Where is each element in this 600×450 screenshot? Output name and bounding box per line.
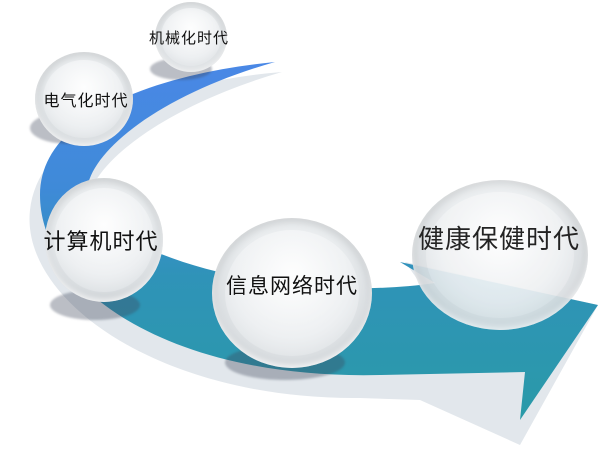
stage-bubble-information-network: 信息网络时代 xyxy=(212,218,372,368)
arrow-body xyxy=(40,62,598,420)
stage-label: 信息网络时代 xyxy=(226,274,358,298)
stage-label: 电气化时代 xyxy=(43,91,129,110)
stage-label: 健康保健时代 xyxy=(417,224,580,255)
stage-label: 机械化时代 xyxy=(149,28,230,47)
stage-bubble-computer: 计算机时代 xyxy=(43,178,163,302)
stage-bubble-electrification: 电气化时代 xyxy=(35,52,133,146)
stage-bubble-health-care: 健康保健时代 xyxy=(412,180,588,330)
stage-label: 计算机时代 xyxy=(43,230,159,255)
stage-bubble-mechanization: 机械化时代 xyxy=(149,2,228,72)
